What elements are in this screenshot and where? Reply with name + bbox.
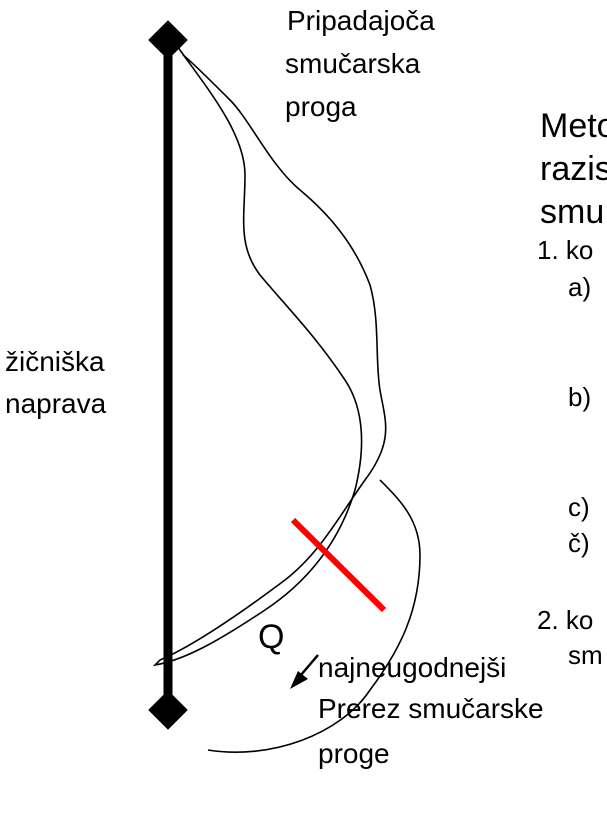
panel-heading-line-1: Meto (540, 107, 607, 145)
cross-section-label-line-2: Prerez smučarske (318, 693, 544, 724)
panel-heading-line-3: smu (540, 193, 605, 231)
flow-label: Q (258, 618, 285, 656)
panel-item-1: 1. ko (537, 235, 594, 265)
lift-label-line-2: naprava (5, 388, 107, 419)
panel-item-2: 2. ko (537, 605, 594, 635)
flow-arrow-head-icon (290, 671, 308, 689)
panel-item-cc: č) (568, 528, 590, 558)
lift-label-line-1: žičniška (5, 346, 105, 377)
track-title-line-2: smučarska (285, 48, 421, 79)
lift-top-station-icon (148, 20, 188, 60)
cross-section-label-line-3: proge (318, 738, 390, 769)
panel-item-a: a) (568, 272, 592, 302)
panel-item-2-cont: sm (568, 640, 603, 670)
track-title-line-1: Pripadajoča (287, 5, 435, 36)
track-title-line-3: proga (285, 91, 357, 122)
ski-track-bottom-edge (207, 479, 421, 753)
cross-section-label-line-1: najneugodnejši (318, 652, 507, 683)
panel-item-c: c) (568, 492, 590, 522)
ski-track-outline (152, 39, 387, 667)
panel-item-b: b) (568, 382, 592, 412)
cross-section-line (290, 517, 387, 613)
panel-heading-line-2: razis (540, 150, 607, 188)
lift-bottom-station-icon (148, 690, 188, 730)
